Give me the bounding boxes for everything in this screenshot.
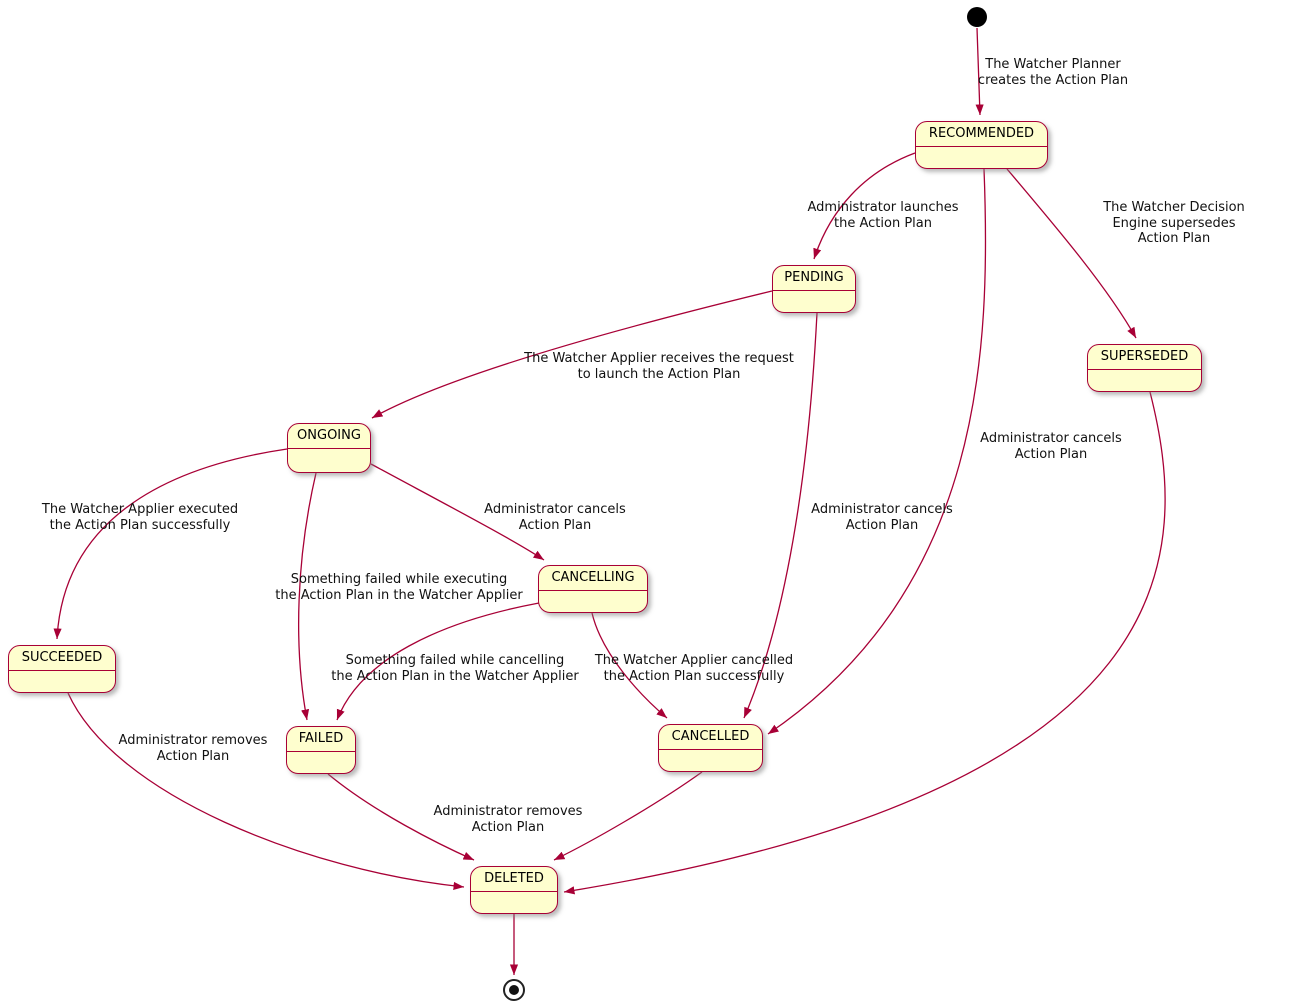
state-ongoing-label: ONGOING (288, 424, 370, 449)
transition-label-cancelling-to-cancelled: The Watcher Applier cancelled the Action… (594, 653, 794, 684)
state-cancelled-body (659, 750, 762, 771)
state-deleted-label: DELETED (471, 867, 557, 892)
transition-label-initial-to-recommended: The Watcher Planner creates the Action P… (977, 57, 1129, 88)
transition-cancelling-to-failed (336, 602, 540, 721)
transition-ongoing-to-cancelling (370, 463, 545, 561)
transition-label-ongoing-to-failed: Something failed while executing the Act… (275, 572, 523, 603)
final-state-dot-icon (509, 985, 519, 995)
state-recommended-body (916, 147, 1047, 168)
transition-label-failed-to-deleted: Administrator removes Action Plan (433, 804, 583, 835)
state-deleted-body (471, 892, 557, 913)
state-succeeded-body (9, 671, 115, 692)
state-cancelled: CANCELLED (658, 724, 763, 772)
state-succeeded: SUCCEEDED (8, 645, 116, 693)
state-recommended-label: RECOMMENDED (916, 122, 1047, 147)
state-deleted: DELETED (470, 866, 558, 914)
transition-failed-to-deleted (327, 773, 475, 861)
transition-label-succeeded-to-deleted: Administrator removes Action Plan (118, 733, 268, 764)
state-superseded: SUPERSEDED (1087, 344, 1202, 392)
transition-superseded-to-deleted (563, 391, 1166, 895)
transition-label-recommended-to-superseded: The Watcher Decision Engine supersedes A… (1103, 200, 1245, 246)
transition-recommended-to-superseded (1006, 168, 1137, 339)
state-cancelling-body (539, 591, 647, 612)
state-recommended: RECOMMENDED (915, 121, 1048, 169)
state-pending-label: PENDING (773, 266, 855, 291)
initial-state-icon (967, 7, 987, 27)
transition-succeeded-to-deleted (67, 692, 465, 890)
state-ongoing: ONGOING (287, 423, 371, 473)
transition-cancelled-to-deleted (553, 771, 703, 861)
transition-label-recommended-to-cancelled: Administrator cancels Action Plan (980, 431, 1122, 462)
state-superseded-label: SUPERSEDED (1088, 345, 1201, 370)
state-succeeded-label: SUCCEEDED (9, 646, 115, 671)
transition-recommended-to-pending (813, 152, 916, 260)
transition-cancelling-to-cancelled (591, 612, 668, 719)
final-state-icon (503, 979, 525, 1001)
state-failed: FAILED (286, 726, 356, 774)
state-cancelling: CANCELLING (538, 565, 648, 613)
state-cancelled-label: CANCELLED (659, 725, 762, 750)
transition-initial-to-recommended (975, 27, 984, 116)
transition-label-cancelling-to-failed: Something failed while cancelling the Ac… (331, 653, 579, 684)
state-failed-label: FAILED (287, 727, 355, 752)
transition-pending-to-cancelled (743, 312, 818, 719)
state-pending: PENDING (772, 265, 856, 313)
transition-label-ongoing-to-cancelling: Administrator cancels Action Plan (484, 502, 626, 533)
transition-ongoing-to-succeeded (53, 448, 288, 640)
transition-label-recommended-to-pending: Administrator launches the Action Plan (807, 200, 959, 231)
transition-ongoing-to-failed (298, 472, 317, 721)
transition-label-pending-to-ongoing: The Watcher Applier receives the request… (524, 351, 794, 382)
transition-label-ongoing-to-succeeded: The Watcher Applier executed the Action … (41, 502, 239, 533)
state-cancelling-label: CANCELLING (539, 566, 647, 591)
state-pending-body (773, 291, 855, 312)
state-superseded-body (1088, 370, 1201, 391)
transition-recommended-to-cancelled (767, 168, 987, 735)
transition-label-pending-to-cancelled: Administrator cancels Action Plan (811, 502, 953, 533)
transition-pending-to-ongoing (371, 290, 773, 419)
state-ongoing-body (288, 449, 370, 472)
state-failed-body (287, 752, 355, 773)
